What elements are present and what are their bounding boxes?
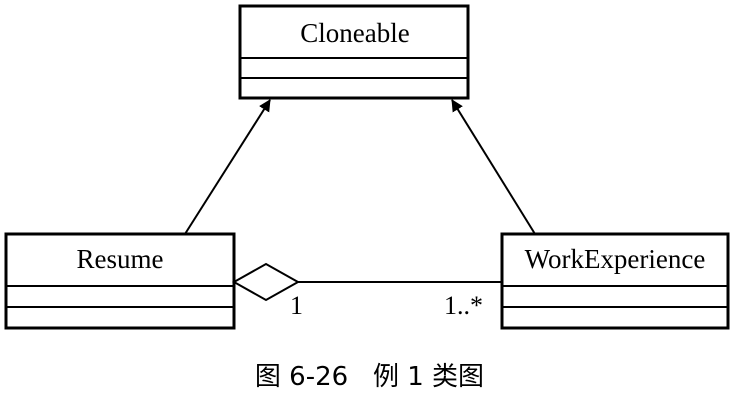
class-resume-name: Resume [77,244,164,274]
aggregation-association: 1 1..* [231,262,502,320]
class-work-experience-box [500,232,730,330]
figure-caption: 图 6-26 例 1 类图 [254,362,485,392]
class-cloneable-box [238,4,470,100]
class-work-experience: WorkExperience [500,232,730,330]
resume-multiplicity: 1 [290,291,303,320]
class-cloneable: Cloneable [238,4,470,100]
class-cloneable-name: Cloneable [300,18,409,48]
class-resume-box [4,232,236,330]
work-experience-generalization-arrow [451,99,536,235]
work-experience-multiplicity: 1..* [444,291,483,320]
class-work-experience-name: WorkExperience [525,244,706,274]
class-resume: Resume [4,232,236,330]
aggregation-diamond-icon [231,262,301,302]
resume-generalization-arrow [184,99,271,235]
